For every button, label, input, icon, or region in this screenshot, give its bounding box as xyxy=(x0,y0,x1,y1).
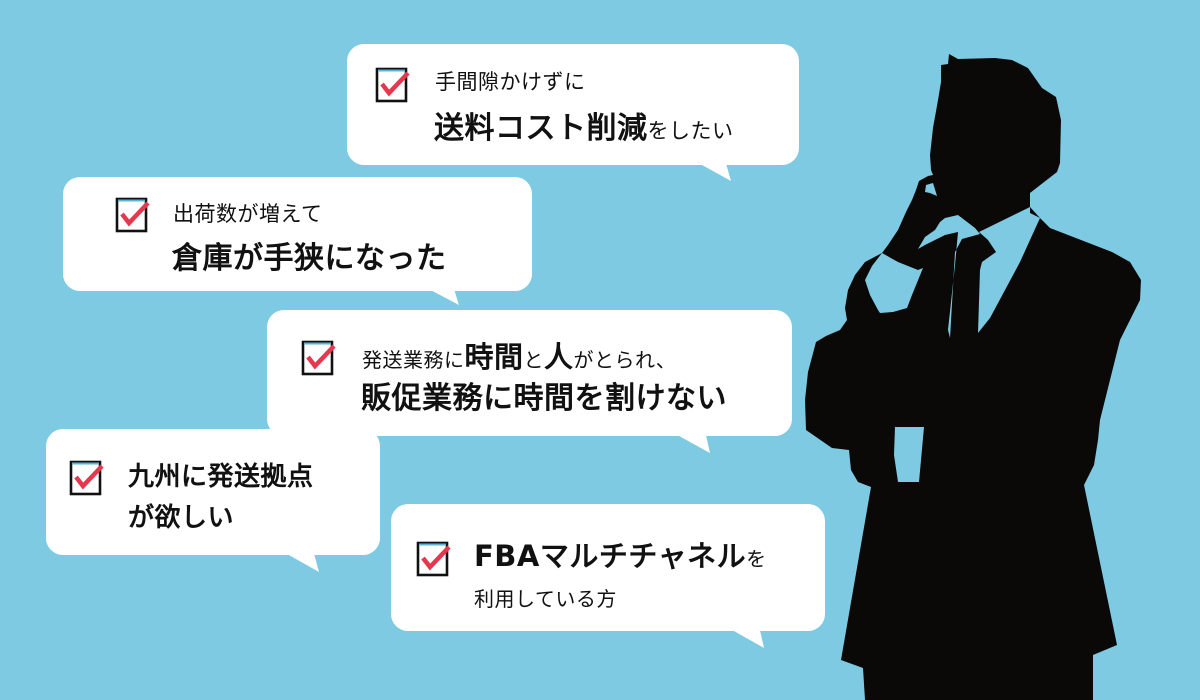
bubble-line-2: 販促業務に時間を割けない xyxy=(361,381,727,416)
speech-bubble-fba-multichannel: FBAマルチチャネルを 利用している方 xyxy=(391,504,825,631)
speech-bubble-time-shortage: 発送業務に時間と人がとられ、 販促業務に時間を割けない xyxy=(267,310,792,436)
speech-bubble-warehouse-space: 出荷数が増えて 倉庫が手狭になった xyxy=(63,177,532,291)
bubble-suffix: をしたい xyxy=(647,119,734,143)
bubble-text: がとられ、 xyxy=(573,348,677,372)
bubble-emphasis: 送料コスト削減 xyxy=(434,111,648,146)
bubble-text: 発送業務に xyxy=(362,348,465,372)
bubble-line-1: 発送業務に時間と人がとられ、 xyxy=(362,334,676,376)
checkbox-checked-icon xyxy=(69,460,104,496)
bubble-emphasis: 人 xyxy=(544,340,574,374)
checkbox-checked-icon xyxy=(301,340,336,376)
checkbox-checked-icon xyxy=(416,541,451,577)
bubble-emphasis: 時間 xyxy=(464,340,524,374)
bubble-line-2: 利用している方 xyxy=(474,587,617,611)
speech-bubble-cost-reduction: 手間隙かけずに 送料コスト削減をしたい xyxy=(347,44,799,165)
bubble-emphasis: FBAマルチチャネル xyxy=(474,539,747,573)
checkbox-checked-icon xyxy=(115,197,150,233)
bubble-suffix: を xyxy=(746,547,767,571)
speech-bubble-kyushu-base: 九州に発送拠点 が欲しい xyxy=(46,429,380,555)
bubble-text: と xyxy=(523,348,545,372)
bubble-line-1: FBAマルチチャネルを xyxy=(474,533,767,575)
bubble-line-1: 出荷数が増えて xyxy=(173,202,323,226)
bubble-line-2: 送料コスト削減をしたい xyxy=(434,103,734,147)
bubble-line-1: 手間隙かけずに xyxy=(435,70,586,94)
bubble-line-2: 倉庫が手狭になった xyxy=(172,241,447,276)
bubble-line-2: が欲しい xyxy=(128,503,235,533)
checkbox-checked-icon xyxy=(375,67,410,103)
bubble-line-1: 九州に発送拠点 xyxy=(128,462,314,492)
